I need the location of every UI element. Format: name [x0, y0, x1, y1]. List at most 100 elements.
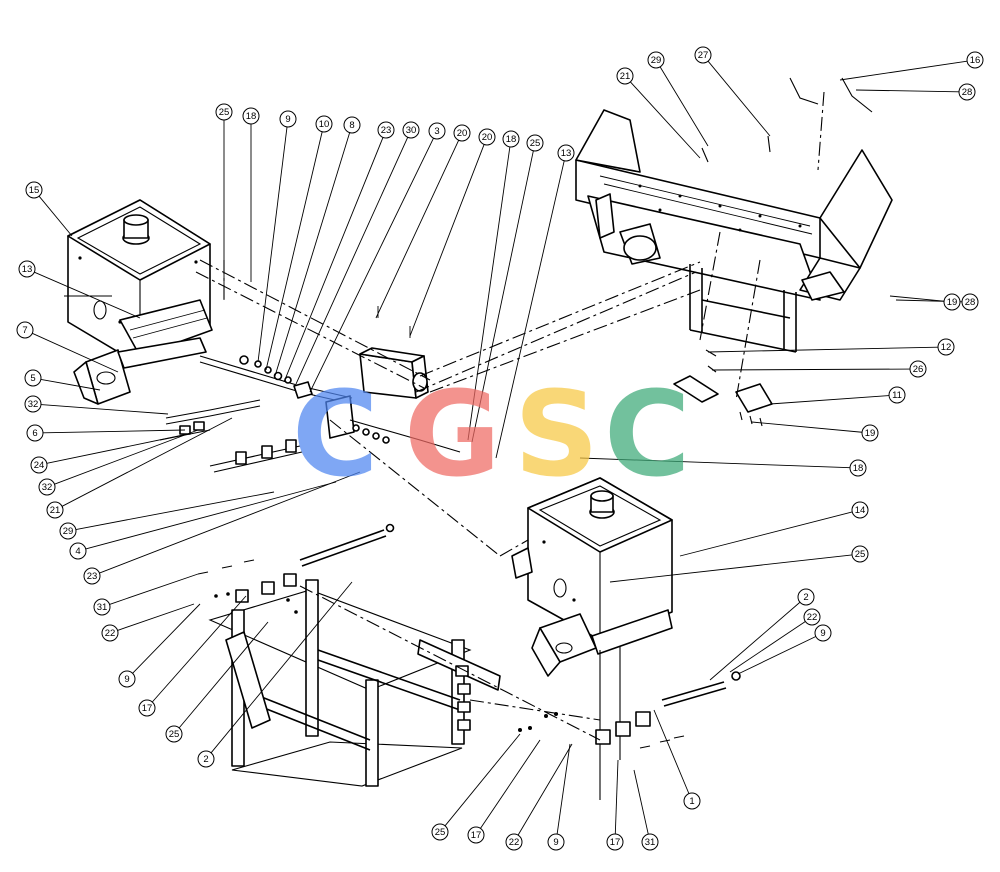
- callout-balloon-15: 15: [25, 181, 43, 199]
- callout-number: 17: [610, 837, 621, 848]
- callout-circle: [849, 459, 867, 477]
- leader-line-4-10: [85, 481, 337, 550]
- callout-balloon-31: 31: [641, 833, 659, 851]
- callout-number: 29: [63, 526, 74, 537]
- leader-line-32-7: [54, 429, 199, 485]
- cgsc-watermark: C G S C: [292, 365, 691, 503]
- callout-number: 8: [349, 120, 354, 131]
- callout-number: 24: [34, 460, 45, 471]
- callout-balloon-17: 17: [467, 826, 485, 844]
- callout-balloon-3: 3: [428, 122, 446, 140]
- callout-number: 13: [22, 264, 33, 275]
- leader-line-8-22: [274, 132, 351, 377]
- leader-line-9-47: [737, 636, 816, 675]
- callout-circle: [315, 115, 333, 133]
- callout-circle: [647, 51, 665, 69]
- leader-line-21-8: [61, 417, 233, 507]
- callout-circle: [83, 567, 101, 585]
- callout-balloon-11: 11: [888, 386, 906, 404]
- leader-line-5-3: [40, 378, 101, 391]
- callout-number: 14: [855, 505, 866, 516]
- callout-balloon-25: 25: [215, 103, 233, 121]
- leader-lines: [32, 60, 968, 836]
- callout-balloon-5: 5: [24, 369, 42, 387]
- callout-circle: [803, 608, 821, 626]
- callout-circle: [797, 588, 815, 606]
- leader-line-20-27: [409, 144, 485, 337]
- callout-balloon-20: 20: [453, 124, 471, 142]
- loose-plates: [673, 349, 773, 427]
- callout-number: 18: [506, 134, 517, 145]
- callout-number: 32: [28, 399, 39, 410]
- callout-number: 19: [947, 297, 958, 308]
- callout-number: 4: [75, 546, 80, 557]
- callout-number: 7: [22, 325, 27, 336]
- leader-line-17-53: [614, 759, 619, 835]
- left-hopper: [64, 199, 213, 405]
- leader-line-1-48: [653, 709, 690, 794]
- callout-circle: [958, 83, 976, 101]
- callout-number: 23: [87, 571, 98, 582]
- callout-balloon-4: 4: [69, 542, 87, 560]
- callout-circle: [165, 725, 183, 743]
- leader-line-29-32: [659, 66, 709, 147]
- leader-line-11-40: [769, 395, 890, 405]
- leader-line-25-49: [444, 733, 521, 827]
- callout-balloon-7: 7: [16, 321, 34, 339]
- callout-balloon-17: 17: [138, 699, 156, 717]
- callout-balloon-30: 30: [402, 121, 420, 139]
- leader-line-19-36: [889, 295, 945, 302]
- callout-number: 18: [246, 111, 257, 122]
- callout-balloon-19: 19: [943, 293, 961, 311]
- assembly-lines: [195, 91, 825, 741]
- callout-circle: [377, 121, 395, 139]
- callout-number: 29: [651, 55, 662, 66]
- callout-balloon-23: 23: [83, 567, 101, 585]
- callout-circle: [467, 826, 485, 844]
- callout-circle: [547, 833, 565, 851]
- callout-circle: [641, 833, 659, 851]
- leader-line-13-30: [495, 160, 565, 459]
- callout-number: 5: [30, 373, 35, 384]
- callout-circle: [24, 369, 42, 387]
- leader-line-24-6: [46, 433, 189, 464]
- callout-circle: [59, 522, 77, 540]
- callout-number: 25: [855, 549, 866, 560]
- callout-circle: [851, 501, 869, 519]
- callout-balloon-21: 21: [616, 67, 634, 85]
- callout-number: 6: [32, 428, 37, 439]
- base-frame: [197, 523, 501, 787]
- leader-line-23-11: [99, 471, 361, 574]
- leader-line-6-5: [42, 429, 186, 434]
- leader-line-16-34: [839, 60, 968, 81]
- callout-number: 3: [434, 126, 439, 137]
- callout-number: 11: [892, 390, 902, 401]
- leader-line-21-31: [630, 81, 701, 159]
- leader-line-25-16: [178, 621, 269, 729]
- callout-balloon-19: 19: [861, 424, 879, 442]
- callout-number: 20: [482, 132, 493, 143]
- callout-circle: [197, 750, 215, 768]
- callout-balloon-32: 32: [38, 478, 56, 496]
- callout-circle: [888, 386, 906, 404]
- callout-number: 2: [203, 754, 208, 765]
- callout-number: 16: [970, 55, 981, 66]
- callout-balloon-14: 14: [851, 501, 869, 519]
- callout-number: 1: [689, 796, 694, 807]
- callout-circle: [694, 46, 712, 64]
- callout-balloon-10: 10: [315, 115, 333, 133]
- callout-number: 21: [620, 71, 631, 82]
- leader-line-13-1: [34, 271, 141, 319]
- callout-number: 32: [42, 482, 53, 493]
- callout-balloon-2: 2: [797, 588, 815, 606]
- callout-balloon-9: 9: [814, 624, 832, 642]
- callout-balloon-24: 24: [30, 456, 48, 474]
- callout-balloon-20: 20: [478, 128, 496, 146]
- callout-number: 31: [645, 837, 656, 848]
- right-brackets: [518, 671, 741, 749]
- callout-balloon-9: 9: [547, 833, 565, 851]
- callout-balloon-2: 2: [197, 750, 215, 768]
- leader-line-23-23: [283, 137, 384, 383]
- callout-balloon-8: 8: [343, 116, 361, 134]
- leader-line-29-9: [75, 491, 275, 530]
